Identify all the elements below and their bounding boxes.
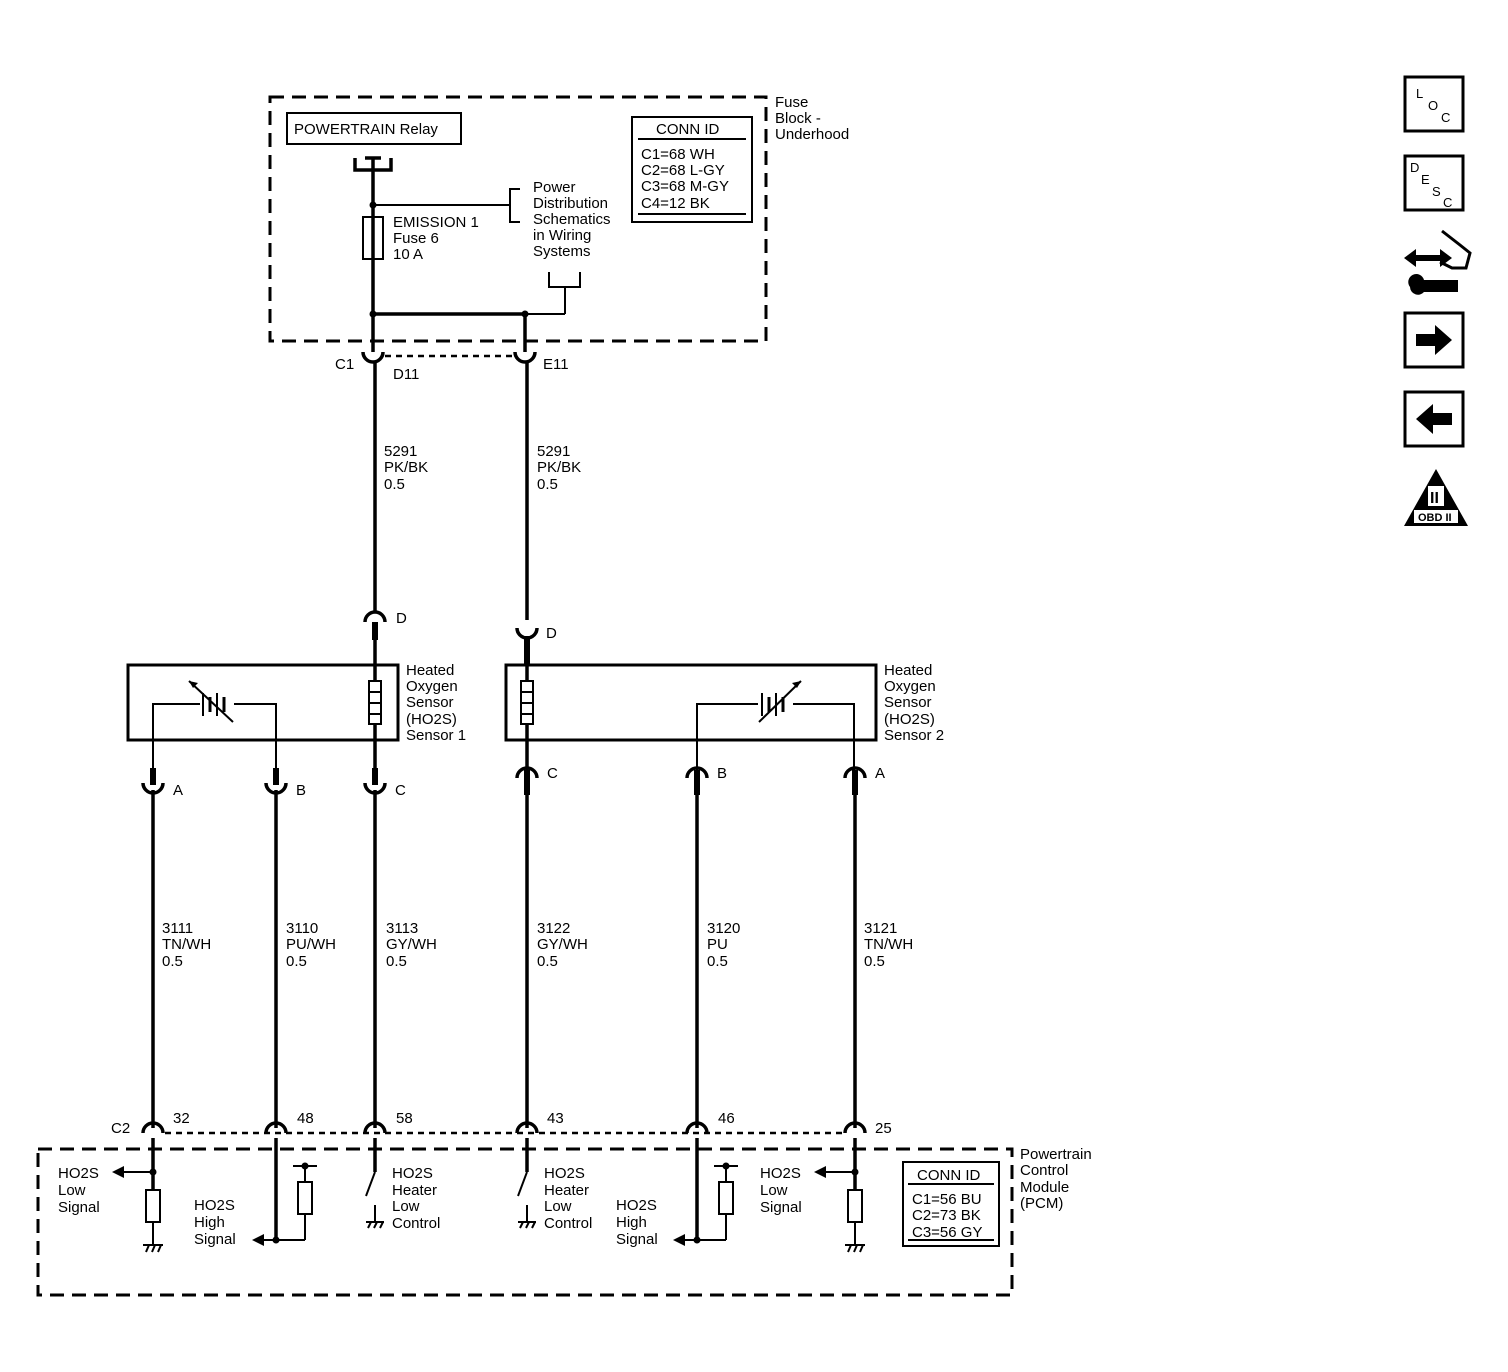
relay-contact (353, 156, 393, 172)
pcm-s1-heater-switch (365, 1138, 384, 1229)
conn-id-fuse-block: CONN ID C1=68 WH C2=68 L-GY C3=68 M-GY C… (631, 116, 753, 223)
fuse-block-outline (268, 95, 768, 343)
obd-ii-icon[interactable]: OBD II II (1404, 469, 1468, 526)
pcm-pin-43: 43 (547, 1110, 564, 1127)
svg-text:OBD II: OBD II (1418, 512, 1452, 524)
pcm-s2-heater-switch (517, 1138, 536, 1229)
svg-text:S: S (1432, 184, 1441, 199)
svg-text:C: C (1443, 195, 1452, 210)
sensor1-pin-a-label: A (173, 782, 183, 799)
ho2s-sensor-1[interactable] (126, 663, 400, 742)
conn-id-pcm: CONN ID C1=56 BU C2=73 BK C3=56 GY (902, 1161, 1000, 1247)
ho2s-sensor-2[interactable] (504, 663, 878, 742)
pcm-s2-low-circuit (814, 1138, 865, 1253)
fuse-block-label: Fuse Block - Underhood (775, 94, 849, 143)
svg-text:C2=73 BK: C2=73 BK (912, 1207, 981, 1224)
sensor2-cell-icon (696, 680, 855, 770)
sensor1-pin-c[interactable] (363, 768, 387, 795)
pcm-connector-row (141, 1121, 867, 1135)
back-arrow-icon[interactable] (1403, 390, 1465, 448)
pcm-pin-46: 46 (718, 1110, 735, 1127)
svg-text:C2=68 L-GY: C2=68 L-GY (641, 162, 725, 179)
pcm-pin-58: 58 (396, 1110, 413, 1127)
sensor2-pin-c-label: C (547, 765, 558, 782)
c1-label: C1 (335, 356, 354, 373)
svg-text:C1=68 WH: C1=68 WH (641, 146, 715, 163)
power-dist-bracket-lower (548, 272, 581, 314)
loc-icon[interactable]: L O C (1403, 75, 1465, 133)
connector-d11[interactable] (361, 351, 385, 364)
svg-text:C: C (1441, 110, 1450, 125)
sensor1-label: Heated Oxygen Sensor (HO2S) Sensor 1 (406, 662, 466, 744)
sensor2-pin-b-label: B (717, 765, 727, 782)
power-dist-bracket (509, 188, 520, 223)
next-arrow-icon[interactable] (1403, 311, 1465, 369)
powertrain-relay-label: POWERTRAIN Relay (294, 121, 438, 138)
svg-text:C1=56 BU: C1=56 BU (912, 1191, 982, 1208)
wire-5291-2-label: 5291 PK/BK 0.5 (537, 443, 585, 493)
wire-5291-1-label: 5291 PK/BK 0.5 (384, 443, 432, 493)
sensor1-pin-c-label: C (395, 782, 406, 799)
svg-text:C3=56 GY: C3=56 GY (912, 1224, 982, 1241)
svg-text:II: II (1430, 490, 1439, 507)
fuse-label: EMISSION 1 Fuse 6 10 A (393, 214, 483, 263)
svg-text:L: L (1416, 86, 1423, 101)
e11-label: E11 (543, 356, 569, 373)
sensor1-pin-d-label: D (396, 610, 407, 627)
sensor1-pin-b[interactable] (264, 768, 288, 795)
connector-e11[interactable] (513, 351, 537, 364)
svg-text:D: D (1410, 160, 1419, 175)
pcm-c2-label: C2 (111, 1120, 130, 1137)
svg-text:CONN ID: CONN ID (656, 121, 720, 138)
svg-text:O: O (1428, 98, 1438, 113)
sensor1-pin-a[interactable] (141, 768, 165, 795)
svg-text:CONN ID: CONN ID (917, 1167, 981, 1184)
pcm-s1-high-circuit (252, 1138, 317, 1246)
svg-text:E: E (1421, 172, 1430, 187)
pcm-pin-25: 25 (875, 1120, 892, 1137)
connector-tool-icon[interactable] (1404, 229, 1472, 295)
powertrain-relay-box[interactable] (286, 112, 462, 145)
sensor2-label: Heated Oxygen Sensor (HO2S) Sensor 2 (884, 662, 944, 744)
pcm-label: Powertrain Control Module (PCM) (1020, 1146, 1096, 1212)
sensor2-pin-a-label: A (875, 765, 885, 782)
desc-icon[interactable]: D E S C (1403, 154, 1465, 212)
svg-text:C4=12 BK: C4=12 BK (641, 195, 710, 212)
sensor2-pin-d-label: D (546, 625, 557, 642)
d11-label: D11 (393, 366, 419, 383)
svg-text:C3=68 M-GY: C3=68 M-GY (641, 178, 729, 195)
sensor1-pin-b-label: B (296, 782, 306, 799)
sensor1-cell-icon (152, 680, 277, 770)
pcm-s2-high-circuit (673, 1138, 738, 1246)
pcm-s1-low-circuit (112, 1138, 163, 1253)
sensor1-pin-d[interactable] (363, 610, 387, 623)
power-dist-label: Power Distribution Schematics in Wiring … (533, 179, 615, 260)
pcm-pin-48: 48 (297, 1110, 314, 1127)
pcm-outline (36, 1147, 1014, 1297)
pcm-pin-32: 32 (173, 1110, 190, 1127)
